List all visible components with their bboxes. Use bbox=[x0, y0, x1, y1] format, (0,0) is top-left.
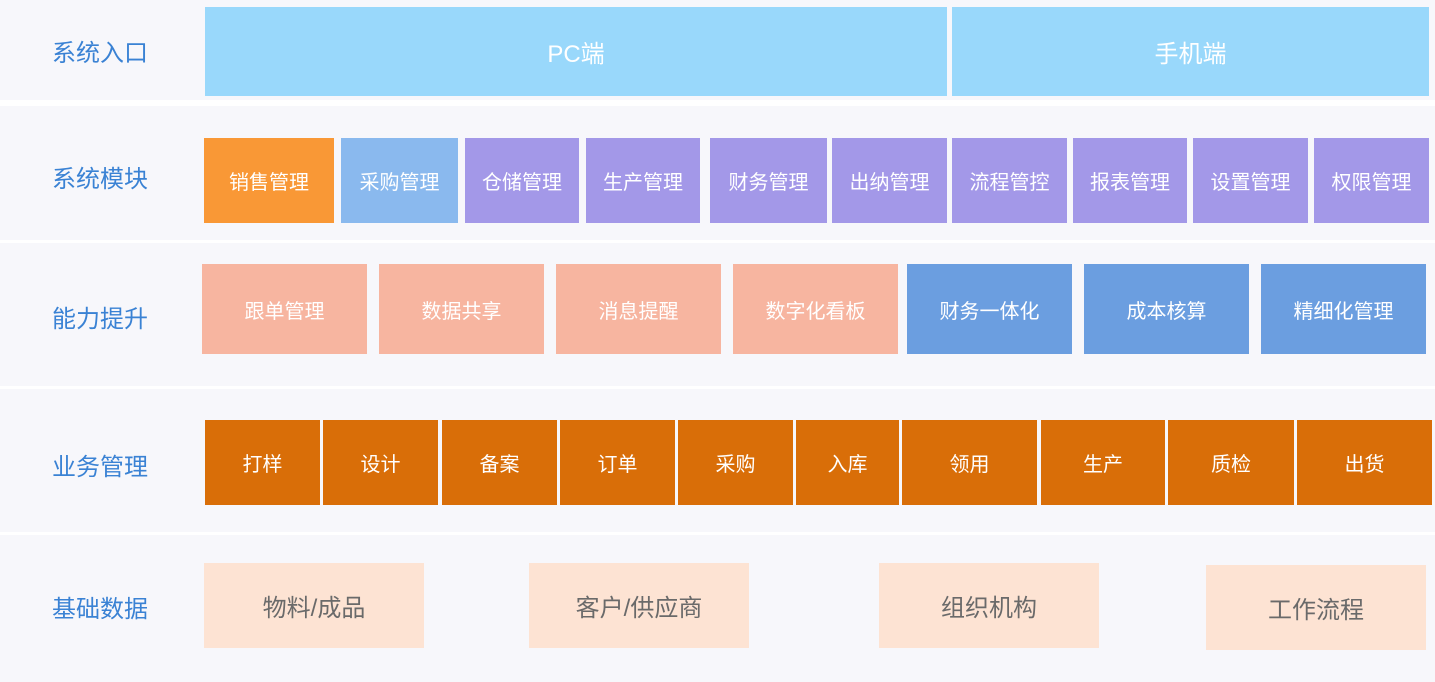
base-customers-suppliers: 客户/供应商 bbox=[529, 563, 749, 648]
module-sales: 销售管理 bbox=[204, 138, 334, 223]
business-quality-check: 质检 bbox=[1168, 420, 1294, 505]
business-design: 设计 bbox=[323, 420, 438, 505]
capability-fine-management: 精细化管理 bbox=[1261, 264, 1426, 354]
row-label-modules: 系统模块 bbox=[52, 165, 148, 193]
module-purchase: 采购管理 bbox=[341, 138, 458, 223]
business-filing: 备案 bbox=[442, 420, 557, 505]
business-inbound: 入库 bbox=[796, 420, 899, 505]
module-settings: 设置管理 bbox=[1193, 138, 1308, 223]
capability-cost-accounting: 成本核算 bbox=[1084, 264, 1249, 354]
row-label-base: 基础数据 bbox=[52, 596, 148, 623]
base-materials-products: 物料/成品 bbox=[204, 563, 424, 648]
business-production: 生产 bbox=[1041, 420, 1165, 505]
capability-finance-integration: 财务一体化 bbox=[907, 264, 1072, 354]
capability-order-tracking: 跟单管理 bbox=[202, 264, 367, 354]
capability-notifications: 消息提醒 bbox=[556, 264, 721, 354]
row-label-entry: 系统入口 bbox=[52, 39, 148, 67]
base-workflow: 工作流程 bbox=[1206, 565, 1426, 650]
module-production: 生产管理 bbox=[586, 138, 700, 223]
business-shipment: 出货 bbox=[1297, 420, 1432, 505]
module-finance: 财务管理 bbox=[710, 138, 827, 223]
business-sampling: 打样 bbox=[205, 420, 320, 505]
business-purchase: 采购 bbox=[678, 420, 793, 505]
entry-mobile: 手机端 bbox=[952, 7, 1429, 96]
module-reports: 报表管理 bbox=[1073, 138, 1187, 223]
business-requisition: 领用 bbox=[902, 420, 1037, 505]
module-cashier: 出纳管理 bbox=[832, 138, 947, 223]
module-warehouse: 仓储管理 bbox=[465, 138, 579, 223]
business-order: 订单 bbox=[560, 420, 675, 505]
row-label-capability: 能力提升 bbox=[52, 305, 148, 333]
module-process-control: 流程管控 bbox=[952, 138, 1067, 223]
module-permissions: 权限管理 bbox=[1314, 138, 1429, 223]
row-label-business: 业务管理 bbox=[52, 453, 148, 481]
entry-pc: PC端 bbox=[205, 7, 947, 96]
capability-digital-dashboard: 数字化看板 bbox=[733, 264, 898, 354]
base-organization: 组织机构 bbox=[879, 563, 1099, 648]
capability-data-sharing: 数据共享 bbox=[379, 264, 544, 354]
